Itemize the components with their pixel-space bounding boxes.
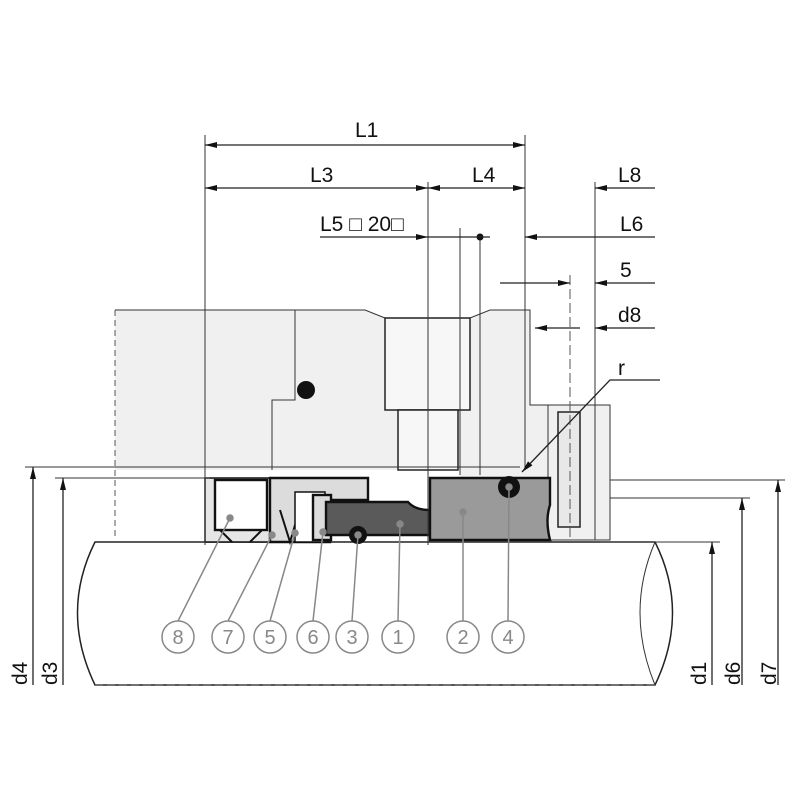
dim-L8: L8 xyxy=(618,164,641,187)
dimension-lines xyxy=(30,142,781,685)
part-balloons: 8 7 5 6 3 1 2 4 xyxy=(161,483,525,654)
dimension-labels: L1 L3 L4 L8 L5 □ 20□ L6 5 d8 r d4 d3 d1 … xyxy=(9,119,781,685)
dim-d6: d6 xyxy=(722,662,745,685)
svg-text:6: 6 xyxy=(307,627,318,649)
part-2 xyxy=(428,476,552,542)
pin xyxy=(557,411,581,528)
svg-text:2: 2 xyxy=(457,627,468,649)
seal-assembly xyxy=(204,476,552,546)
dim-L3: L3 xyxy=(310,164,333,187)
svg-text:1: 1 xyxy=(392,627,403,649)
set-screw xyxy=(213,478,269,532)
dim-L4: L4 xyxy=(472,164,496,187)
balloon-8: 8 xyxy=(161,620,195,654)
dim-d3: d3 xyxy=(39,662,62,685)
housing-o-ring xyxy=(297,381,315,399)
dim-L5: L5 □ 20□ xyxy=(320,213,404,236)
dim-5: 5 xyxy=(620,259,632,282)
extension-lines xyxy=(55,135,785,545)
shaft xyxy=(76,541,674,686)
dim-d8: d8 xyxy=(618,304,641,327)
dim-d1: d1 xyxy=(688,662,711,685)
dim-L1: L1 xyxy=(355,119,378,142)
svg-text:3: 3 xyxy=(346,627,357,649)
dim-L6: L6 xyxy=(620,213,643,236)
part-1 xyxy=(324,500,432,537)
balloon-7: 7 xyxy=(211,620,245,654)
svg-text:4: 4 xyxy=(502,627,513,649)
balloon-3: 3 xyxy=(335,620,369,654)
balloon-4: 4 xyxy=(491,620,525,654)
dim-d4: d4 xyxy=(9,661,32,685)
svg-text:8: 8 xyxy=(172,627,183,649)
balloon-2: 2 xyxy=(446,620,480,654)
svg-text:5: 5 xyxy=(264,627,275,649)
dim-d7: d7 xyxy=(758,662,781,685)
svg-text:7: 7 xyxy=(222,627,233,649)
balloon-1: 1 xyxy=(381,620,415,654)
dim-r: r xyxy=(618,357,625,380)
balloon-5: 5 xyxy=(253,620,287,654)
balloon-6: 6 xyxy=(296,620,330,654)
